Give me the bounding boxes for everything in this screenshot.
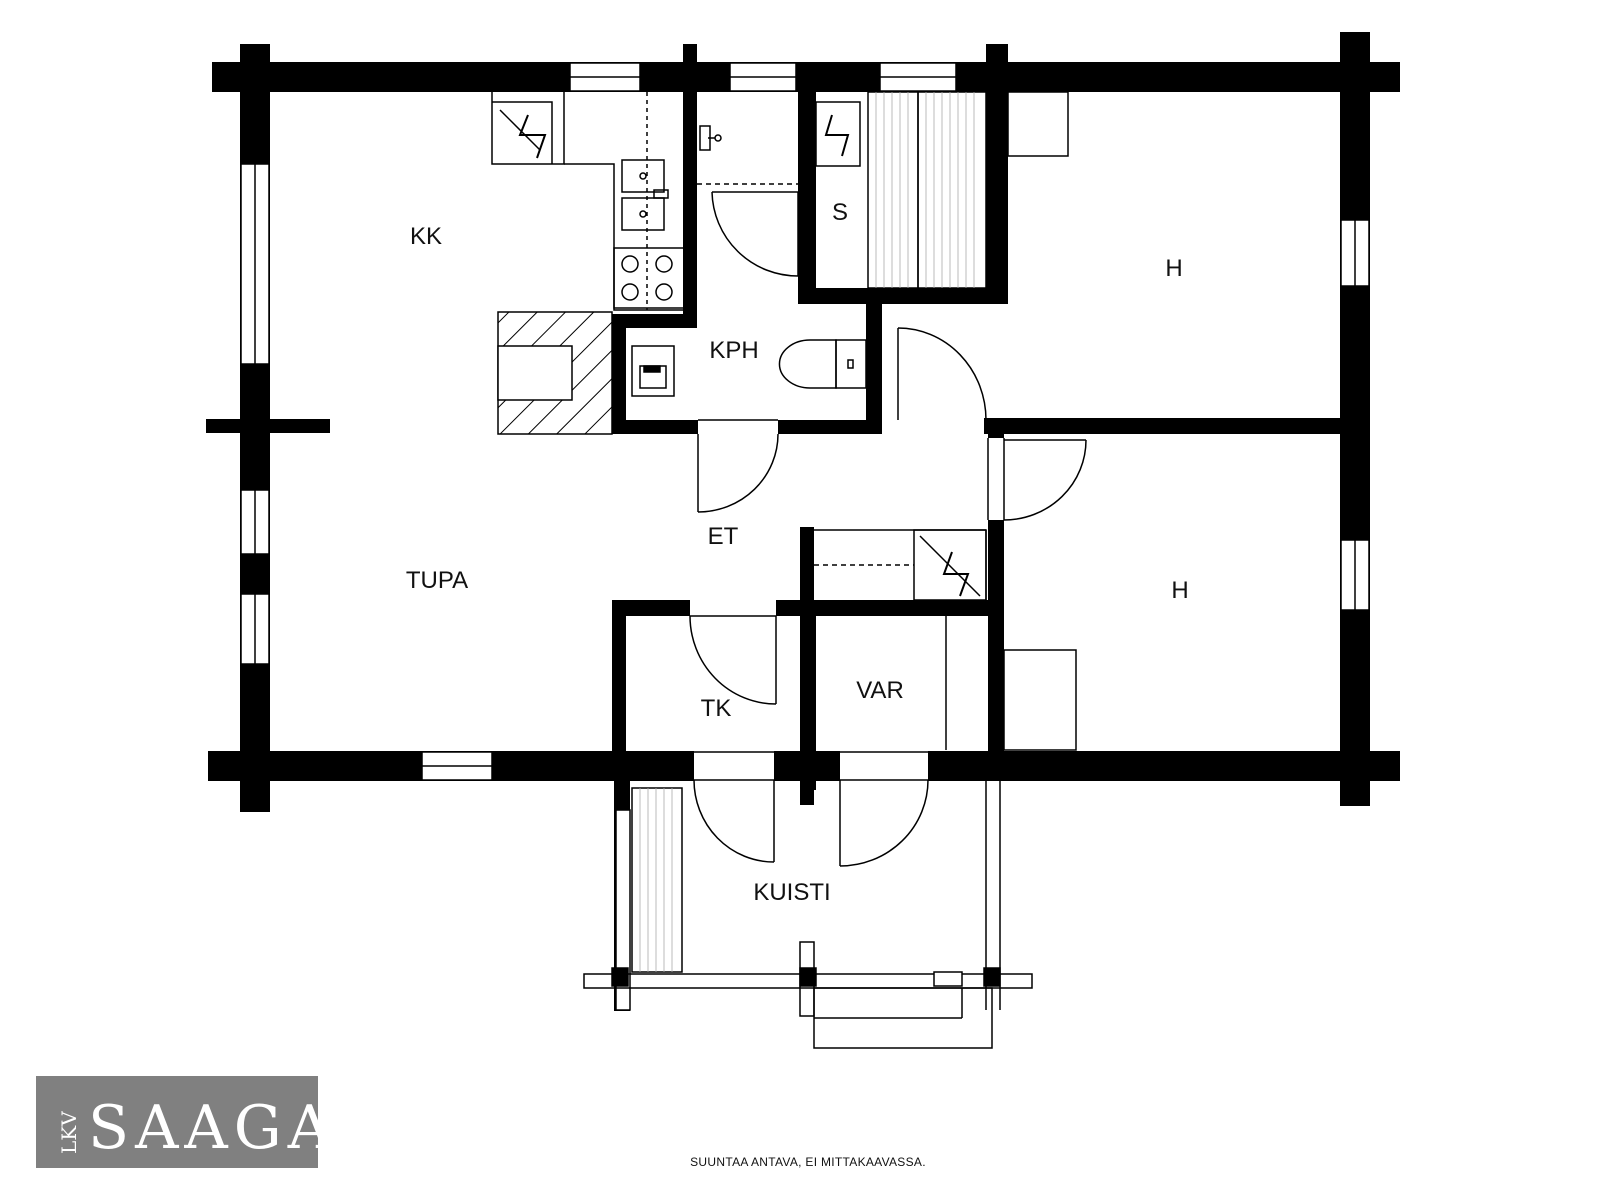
agency-logo: LKV SAAGA	[36, 1076, 337, 1168]
doors	[689, 327, 1087, 867]
logo-background	[36, 1076, 318, 1168]
windows	[240, 62, 1370, 781]
room-label-kuisti: KUISTI	[753, 879, 830, 906]
porch	[583, 781, 1033, 1049]
room-label-kk: KK	[410, 223, 442, 250]
sauna-fixtures	[815, 91, 987, 289]
kph-fixtures	[631, 339, 867, 397]
kitchen-fixtures	[491, 92, 685, 311]
bedroom-fixtures	[1003, 91, 1077, 751]
logo-prefix: LKV	[57, 1111, 81, 1154]
room-labels: KK S KPH H H TUPA ET TK VAR KUISTI	[406, 199, 1189, 906]
fireplace	[497, 311, 613, 435]
shower-fixtures	[697, 125, 799, 277]
room-label-h-upper: H	[1165, 255, 1182, 282]
room-label-tupa: TUPA	[406, 567, 468, 594]
scale-note: SUUNTAA ANTAVA, EI MITTAKAAVASSA.	[690, 1155, 926, 1169]
room-label-et: ET	[708, 523, 739, 550]
room-label-s: S	[832, 199, 848, 226]
room-label-tk: TK	[701, 695, 732, 722]
room-label-kph: KPH	[709, 337, 758, 364]
room-label-h-lower: H	[1171, 577, 1188, 604]
logo-name: SAAGA	[88, 1093, 337, 1163]
entry-closet	[814, 529, 987, 601]
interior-walls	[612, 44, 1342, 790]
room-label-var: VAR	[856, 677, 904, 704]
